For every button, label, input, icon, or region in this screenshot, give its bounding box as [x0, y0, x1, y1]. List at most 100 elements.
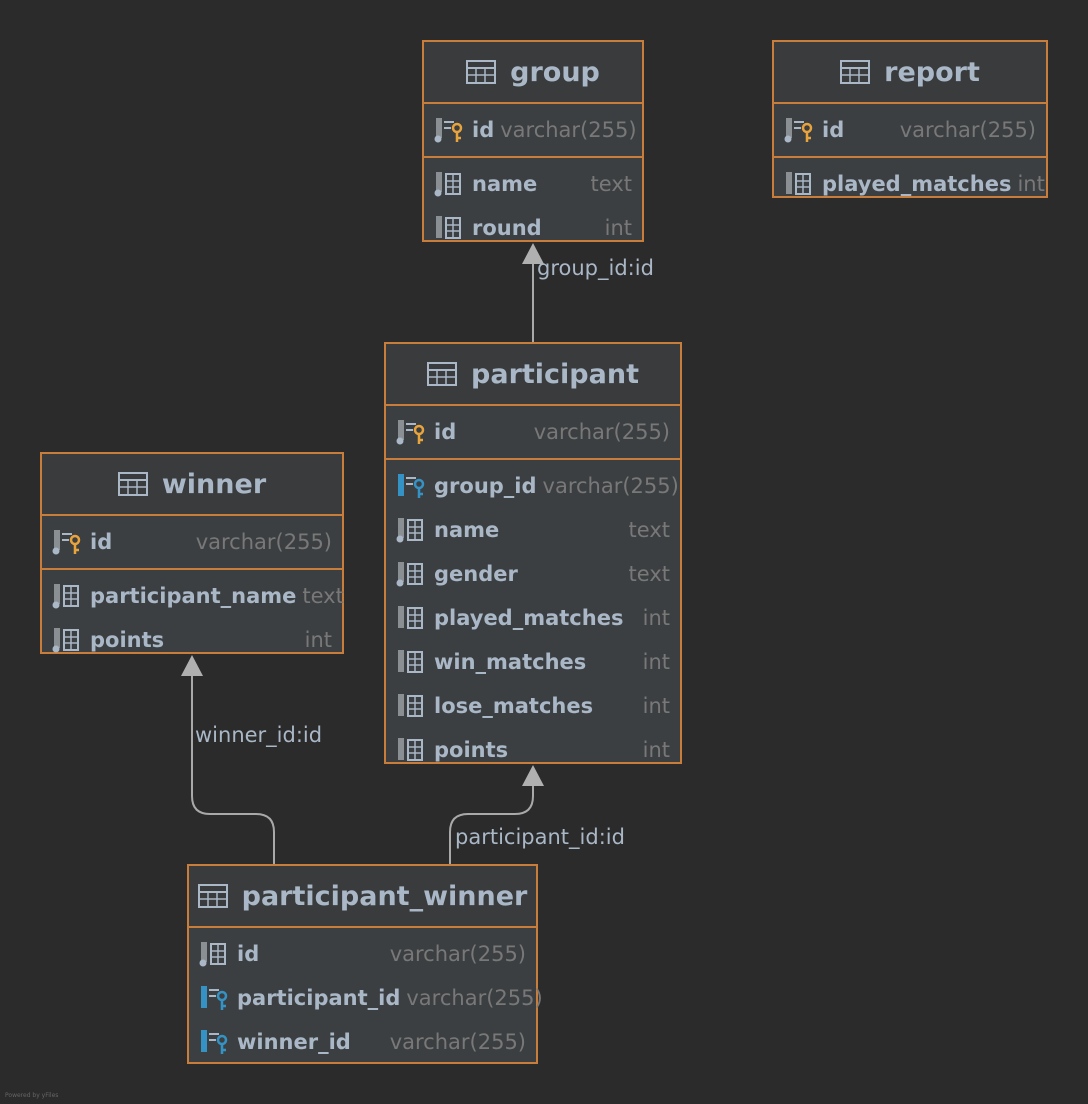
- column-name: winner_id: [237, 1030, 351, 1054]
- column-row[interactable]: id varchar(255): [189, 932, 536, 976]
- column-name: points: [434, 738, 509, 762]
- column-name: lose_matches: [434, 694, 594, 718]
- table-header: participant_winner: [189, 866, 536, 928]
- table-icon: [117, 472, 148, 496]
- column-type: int: [642, 650, 670, 674]
- table-title: participant: [471, 358, 639, 390]
- primary-key-icon: [434, 116, 468, 144]
- edge-label-group-id: group_id:id: [537, 256, 654, 280]
- column-name: id: [472, 118, 495, 142]
- column-type: varchar(255): [542, 474, 679, 498]
- column-name: id: [237, 942, 260, 966]
- table-icon: [427, 362, 458, 386]
- column-name: name: [434, 518, 500, 542]
- column-type: varchar(255): [899, 118, 1036, 142]
- column-type: int: [1017, 172, 1045, 196]
- column-name: participant_id: [237, 986, 401, 1010]
- column-type: int: [642, 694, 670, 718]
- column-name: id: [822, 118, 845, 142]
- not-null-column-icon: [52, 582, 86, 610]
- column-icon: [434, 214, 468, 242]
- column-row[interactable]: points int: [386, 728, 680, 772]
- column-type: varchar(255): [389, 942, 526, 966]
- column-type: varchar(255): [389, 1030, 526, 1054]
- not-null-column-icon: [396, 516, 430, 544]
- column-row[interactable]: round int: [424, 206, 642, 250]
- not-null-column-icon: [434, 170, 468, 198]
- column-name: participant_name: [90, 584, 297, 608]
- column-row[interactable]: id varchar(255): [386, 410, 680, 454]
- column-name: points: [90, 628, 165, 652]
- primary-key-icon: [52, 528, 86, 556]
- column-name: played_matches: [822, 172, 1012, 196]
- table-title: group: [510, 56, 600, 88]
- edge-participant-to-group-arrow: [522, 243, 544, 264]
- not-null-column-icon: [52, 626, 86, 654]
- column-name: round: [472, 216, 542, 240]
- column-type: text: [628, 518, 670, 542]
- foreign-key-icon: [199, 1028, 233, 1056]
- column-type: varchar(255): [406, 986, 543, 1010]
- watermark: Powered by yFiles: [5, 1092, 59, 1099]
- primary-key-icon: [396, 418, 430, 446]
- column-row[interactable]: winner_id varchar(255): [189, 1020, 536, 1064]
- column-row[interactable]: gender text: [386, 552, 680, 596]
- edge-participant-winner-to-winner-arrow: [181, 655, 203, 676]
- column-name: id: [434, 420, 457, 444]
- column-icon: [396, 736, 430, 764]
- primary-key-icon: [784, 116, 818, 144]
- column-type: int: [604, 216, 632, 240]
- table-icon: [197, 884, 228, 908]
- table-header: report: [774, 42, 1046, 104]
- column-icon: [396, 692, 430, 720]
- not-null-column-icon: [199, 940, 233, 968]
- column-type: varchar(255): [195, 530, 332, 554]
- column-name: gender: [434, 562, 518, 586]
- column-type: varchar(255): [500, 118, 637, 142]
- column-row[interactable]: id varchar(255): [774, 108, 1046, 152]
- column-name: group_id: [434, 474, 537, 498]
- edge-participant-winner-to-participant: [449, 784, 534, 864]
- table-header: winner: [42, 454, 342, 516]
- foreign-key-icon: [199, 984, 233, 1012]
- column-type: int: [304, 628, 332, 652]
- table-title: participant_winner: [241, 880, 528, 912]
- column-type: int: [642, 738, 670, 762]
- not-null-column-icon: [396, 560, 430, 588]
- column-row[interactable]: id varchar(255): [42, 520, 342, 564]
- column-type: text: [302, 584, 344, 608]
- column-icon: [396, 648, 430, 676]
- column-name: name: [472, 172, 538, 196]
- table-title: winner: [161, 468, 267, 500]
- edge-participant-winner-to-participant-arrow: [522, 765, 544, 786]
- table-icon: [840, 60, 871, 84]
- edge-label-participant-id: participant_id:id: [455, 825, 625, 849]
- column-row[interactable]: points int: [42, 618, 342, 662]
- column-name: id: [90, 530, 113, 554]
- column-type: varchar(255): [533, 420, 670, 444]
- column-row[interactable]: name text: [386, 508, 680, 552]
- column-icon: [784, 170, 818, 198]
- column-type: text: [628, 562, 670, 586]
- edge-participant-winner-to-winner: [191, 674, 275, 864]
- foreign-key-icon: [396, 472, 430, 500]
- column-row[interactable]: lose_matches int: [386, 684, 680, 728]
- table-icon: [466, 60, 497, 84]
- column-type: int: [642, 606, 670, 630]
- table-title: report: [884, 56, 980, 88]
- table-header: group: [424, 42, 642, 104]
